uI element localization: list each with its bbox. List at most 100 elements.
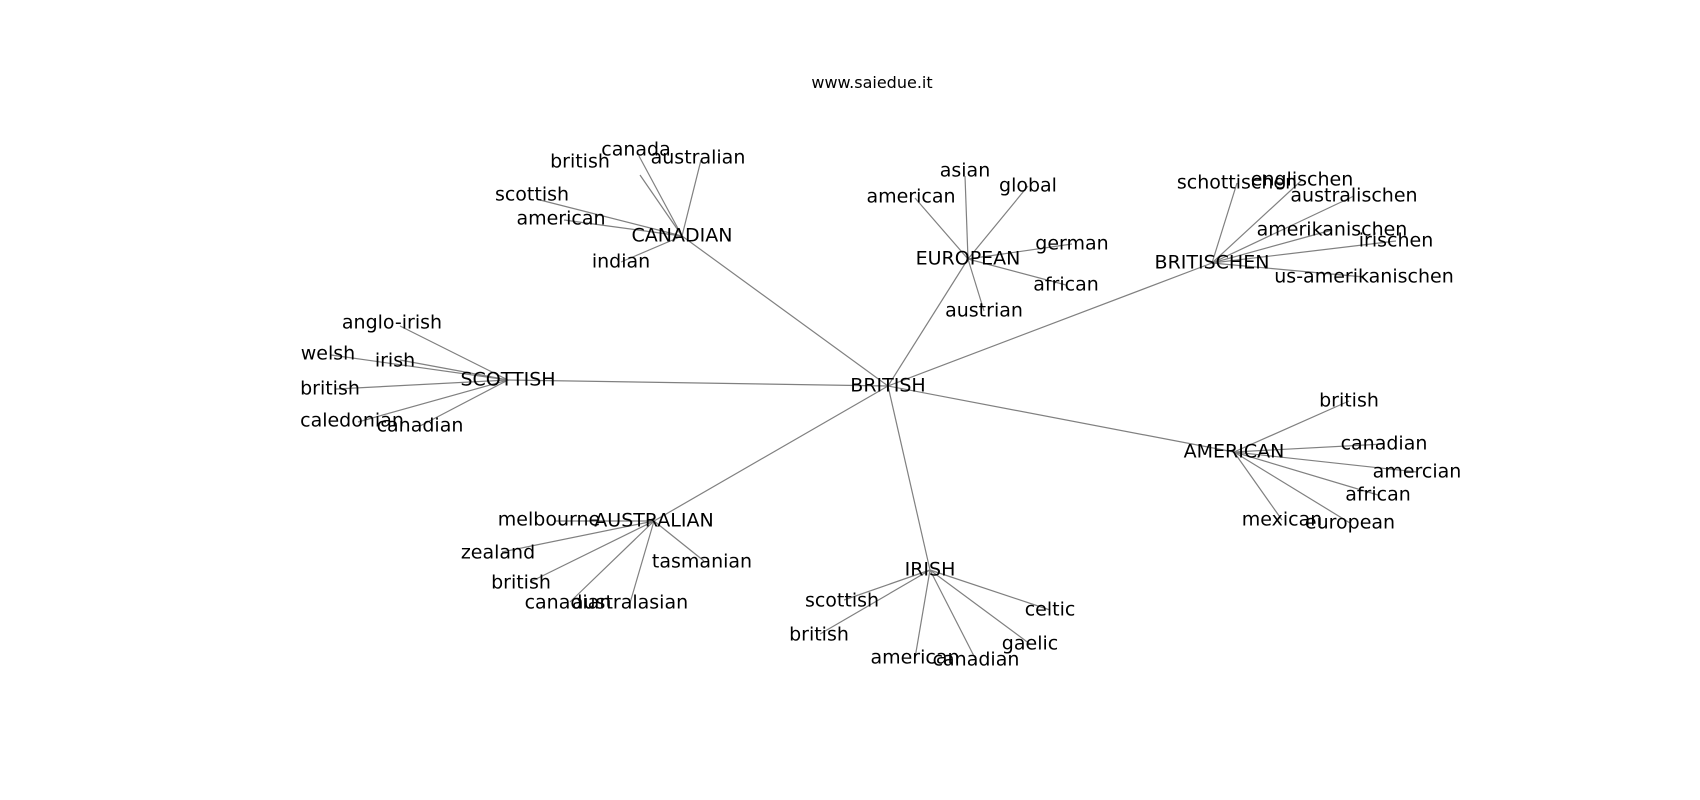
leaf-node-label: caledonian	[300, 410, 404, 432]
leaf-node-label: schottischen	[1177, 172, 1297, 194]
edge-hub-to-leaf	[964, 175, 969, 260]
leaf-node-label: anglo-irish	[342, 312, 442, 334]
leaf-node-label: german	[1035, 233, 1108, 255]
edge-hub-to-leaf	[929, 569, 977, 661]
leaf-node-label: australasian	[572, 592, 688, 614]
leaf-node-label: englischen	[1251, 169, 1353, 191]
hub-node-label: IRISH	[905, 559, 956, 581]
edge-hub-to-leaf	[967, 258, 985, 312]
edge-hub-to-leaf	[1233, 443, 1385, 453]
leaf-node-label: welsh	[301, 343, 355, 365]
leaf-node-label: british	[550, 151, 610, 173]
leaf-node-label: zealand	[461, 542, 535, 564]
leaf-node-label: canadian	[933, 649, 1020, 671]
edge-hub-to-leaf	[681, 159, 702, 237]
leaf-node-label: gaelic	[1002, 633, 1058, 655]
leaf-node-label: canadian	[1341, 433, 1428, 455]
leaf-node-label: european	[1305, 512, 1395, 534]
edge-hub-to-leaf	[1233, 451, 1418, 473]
edge-hub-to-leaf	[819, 569, 931, 635]
edge-hub-to-leaf	[967, 185, 1029, 260]
leaf-node-label: american	[866, 186, 955, 208]
hub-node-label: CANADIAN	[632, 225, 733, 247]
labels-layer: britishcanadaaustralianscottishamericani…	[300, 139, 1461, 671]
edge-hub-to-leaf	[1233, 451, 1283, 521]
edge-hub-to-leaf	[629, 520, 655, 604]
hub-node-label: AUSTRALIAN	[594, 510, 713, 532]
leaf-node-label: british	[1319, 390, 1379, 412]
leaf-node-label: mexican	[1242, 509, 1323, 531]
edge-hub-to-leaf	[1211, 229, 1333, 264]
edge-hub-to-leaf	[330, 354, 509, 381]
edge-hub-to-leaf	[638, 155, 683, 237]
edge-hub-to-leaf	[563, 219, 683, 237]
edge-hub-to-leaf	[399, 359, 509, 381]
leaf-node-label: british	[300, 378, 360, 400]
leaf-node-label: tasmanian	[652, 551, 752, 573]
leaf-node-label: scottish	[805, 590, 879, 612]
leaf-node-label: irish	[375, 350, 415, 372]
leaf-node-label: irischen	[1359, 230, 1434, 252]
edge-hub-to-leaf	[967, 243, 1073, 260]
edge-center-to-hub	[887, 262, 1213, 387]
edge-center-to-hub	[681, 235, 889, 387]
edge-hub-to-leaf	[914, 569, 931, 659]
edge-hub-to-leaf	[1233, 451, 1379, 496]
site-url: www.saiedue.it	[811, 73, 932, 92]
edge-hub-to-leaf	[335, 379, 509, 390]
leaf-node-label: melbourne	[498, 509, 600, 531]
leaf-node-label: global	[999, 175, 1057, 197]
leaf-node-label: african	[1345, 484, 1411, 506]
edge-hub-to-leaf	[1211, 179, 1303, 264]
edge-hub-to-leaf	[620, 235, 683, 263]
leaf-node-label: asian	[940, 160, 991, 182]
edge-hub-to-leaf	[1233, 400, 1350, 453]
edge-hub-to-leaf	[539, 199, 683, 237]
edge-center-to-hub	[887, 385, 931, 571]
edge-hub-to-leaf	[653, 520, 705, 562]
edge-hub-to-leaf	[929, 569, 1051, 611]
center-node-label: BRITISH	[850, 375, 925, 397]
leaf-node-label: us-amerikanischen	[1274, 266, 1453, 288]
edge-hub-to-leaf	[1211, 195, 1355, 264]
leaf-node-label: canadian	[525, 592, 612, 614]
leaf-node-label: canada	[601, 139, 670, 161]
leaf-node-label: australian	[651, 147, 746, 169]
leaf-node-label: african	[1033, 274, 1099, 296]
edge-hub-to-leaf	[639, 174, 683, 237]
leaf-node-label: british	[491, 572, 551, 594]
edge-hub-to-leaf	[357, 379, 509, 423]
hub-node-label: SCOTTISH	[460, 369, 555, 391]
leaf-node-label: scottish	[495, 184, 569, 206]
edge-hub-to-leaf	[1211, 262, 1365, 278]
edge-hub-to-leaf	[1233, 451, 1351, 524]
edge-hub-to-leaf	[1211, 182, 1238, 264]
edge-center-to-hub	[887, 258, 969, 387]
hub-node-label: AMERICAN	[1184, 441, 1285, 463]
edge-hub-to-leaf	[914, 197, 969, 260]
hub-node-label: EUROPEAN	[916, 248, 1021, 270]
edge-center-to-hub	[887, 385, 1235, 453]
edge-center-to-hub	[653, 385, 889, 522]
leaf-node-label: austrian	[945, 300, 1023, 322]
edge-hub-to-leaf	[843, 569, 931, 601]
leaf-node-label: australischen	[1290, 185, 1417, 207]
leaf-node-label: celtic	[1025, 599, 1076, 621]
leaf-node-label: amercian	[1373, 461, 1462, 483]
edge-hub-to-leaf	[1211, 240, 1397, 264]
edge-hub-to-leaf	[967, 258, 1067, 286]
edge-center-to-hub	[507, 379, 889, 387]
leaf-node-label: amerikanischen	[1257, 219, 1408, 241]
edge-hub-to-leaf	[929, 569, 1031, 645]
hub-node-label: BRITISCHEN	[1155, 252, 1270, 274]
edge-hub-to-leaf	[529, 520, 655, 583]
leaf-node-label: british	[789, 624, 849, 646]
edge-hub-to-leaf	[399, 325, 509, 381]
leaf-node-label: indian	[592, 251, 650, 273]
leaf-node-label: american	[516, 208, 605, 230]
edge-hub-to-leaf	[569, 520, 655, 603]
edges-layer	[330, 155, 1418, 661]
leaf-node-label: canadian	[377, 415, 464, 437]
edge-hub-to-leaf	[501, 520, 655, 553]
